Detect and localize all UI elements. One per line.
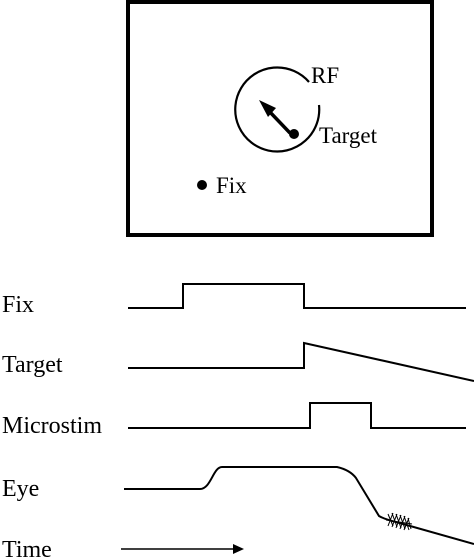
target-trace: [128, 341, 474, 382]
eye-trace-label: Eye: [2, 476, 39, 502]
scene-panel: RF Target Fix: [126, 0, 434, 237]
fix-label: Fix: [216, 173, 247, 198]
fixation-dot: [197, 180, 207, 190]
saccade-arrow-shaft: [266, 108, 292, 135]
target-label: Target: [319, 123, 378, 148]
fix-trace-label: Fix: [2, 292, 34, 318]
screen-frame: [126, 0, 434, 237]
receptive-field-circle: [234, 66, 321, 153]
time-label: Time: [2, 537, 52, 560]
saccade-arrowhead: [259, 100, 276, 117]
microstim-trace: [128, 402, 466, 429]
fix-trace: [128, 283, 466, 309]
target-dot: [289, 129, 299, 139]
eye-trace: [124, 466, 474, 545]
timing-panel: Fix Target Microstim Eye Time: [2, 283, 474, 560]
target-trace-label: Target: [2, 352, 63, 378]
rf-label: RF: [311, 63, 339, 88]
microstim-trace-label: Microstim: [2, 413, 102, 439]
eye-noise-marker: [385, 512, 413, 531]
time-arrowhead: [233, 544, 244, 554]
